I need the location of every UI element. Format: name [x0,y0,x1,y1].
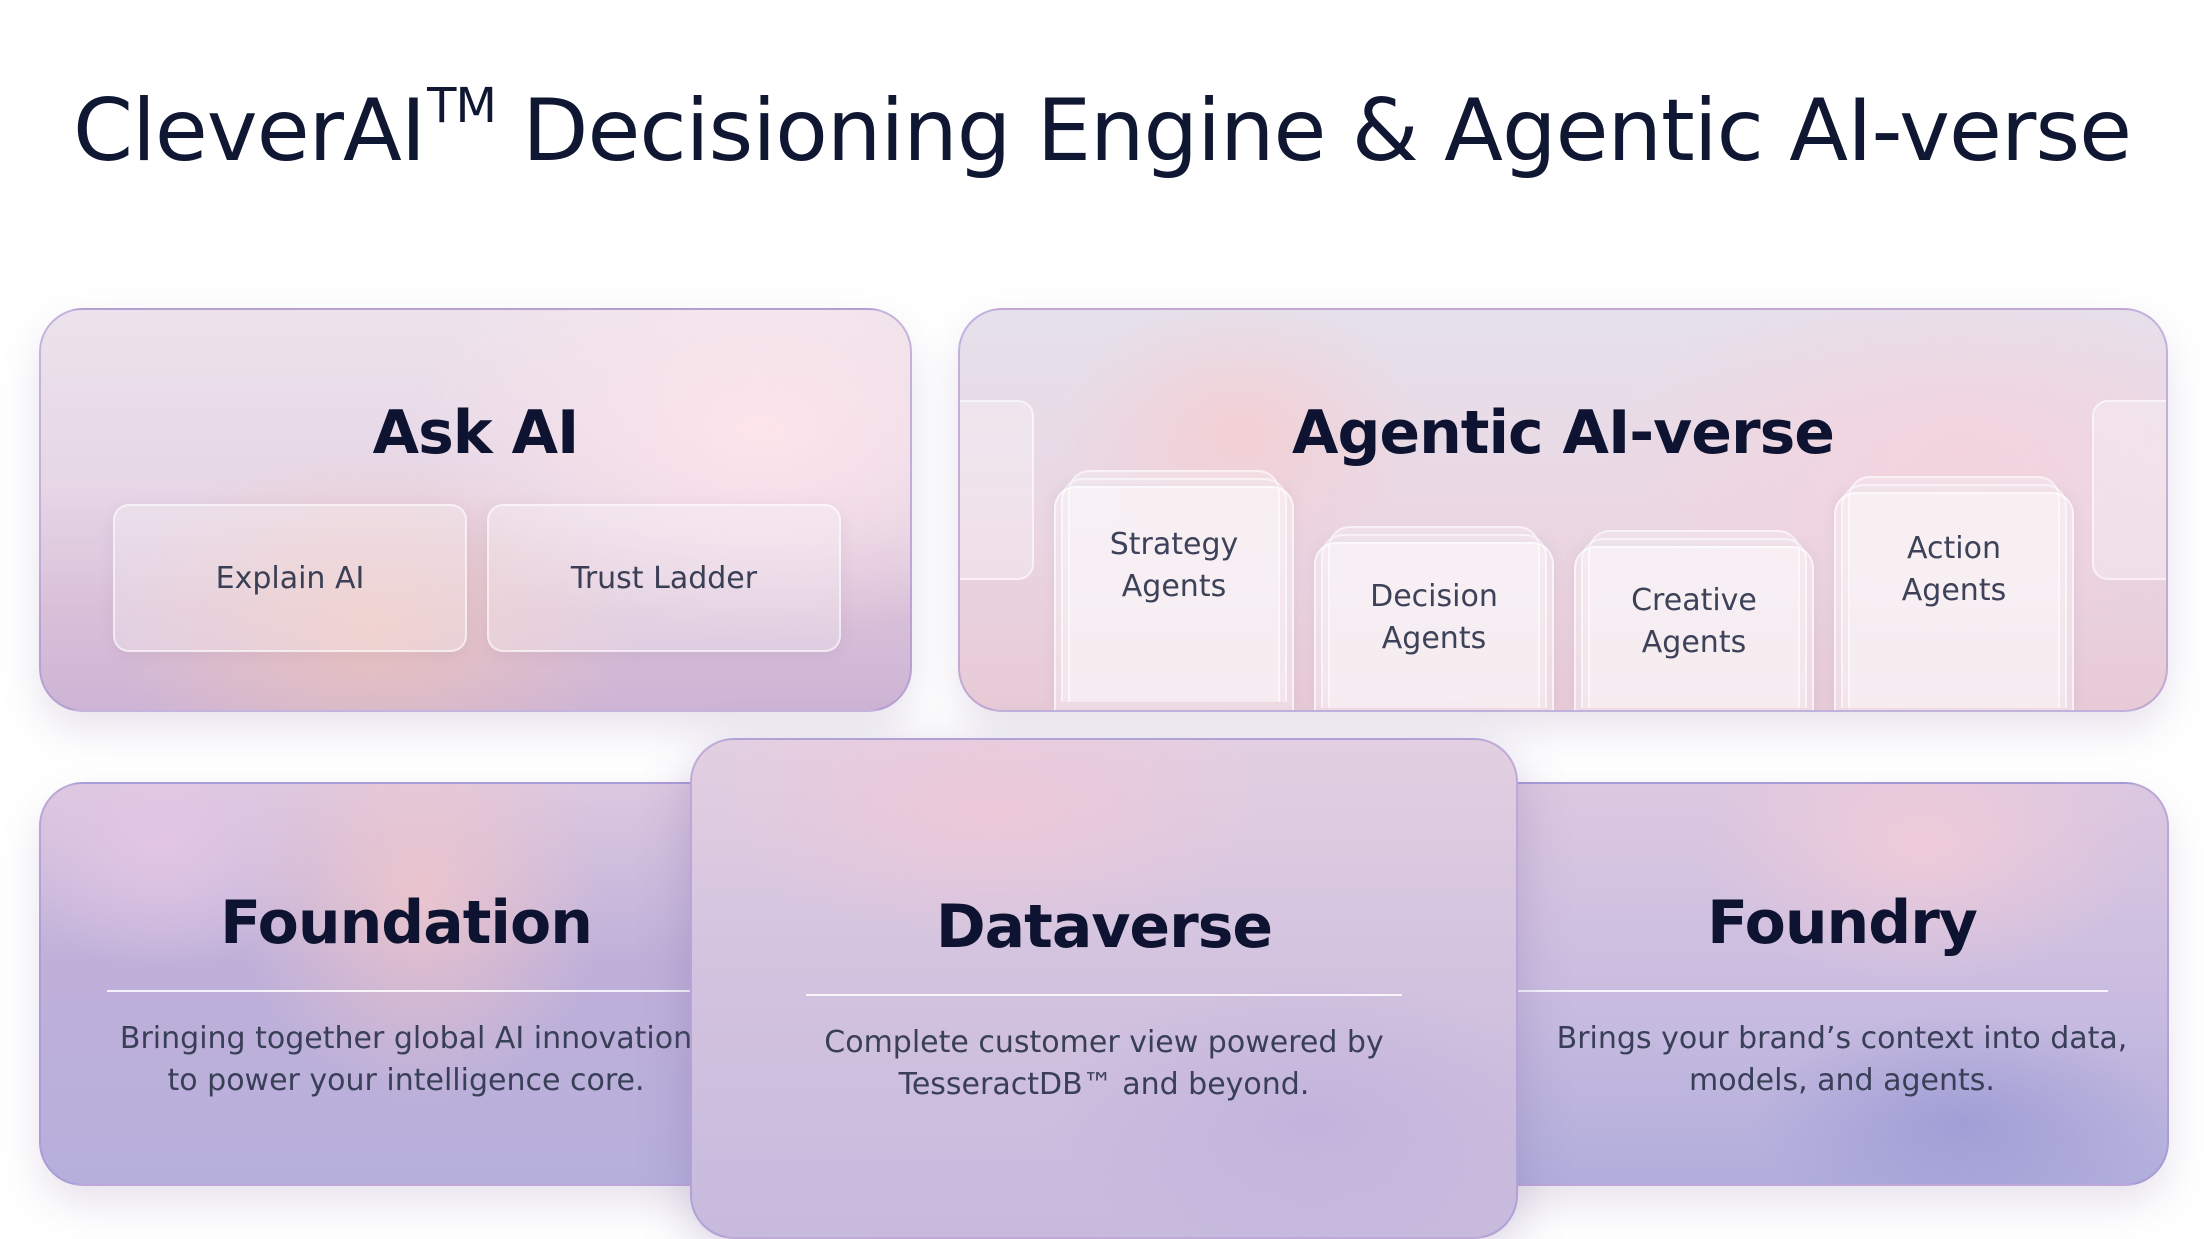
trust-ladder-tile: Trust Ladder [487,504,841,652]
foundry-title: Foundry [1707,888,1978,958]
foundation-title: Foundation [220,888,593,958]
foundry-divider [1442,990,2108,992]
left-side-tab [960,400,1034,580]
trademark-mark: TM [427,78,497,134]
foundry-card: Foundry Brings your brand’s context into… [1440,782,2169,1186]
title-rest: Decisioning Engine & Agentic AI-verse [495,81,2132,181]
foundry-description: Brings your brand’s context into data,mo… [1556,1021,2128,1098]
right-side-tab [2092,400,2166,580]
agentic-ai-verse-title: Agentic AI-verse [1292,398,1835,468]
ask-ai-card: Ask AI Explain AI Trust Ladder [39,308,912,712]
dataverse-divider [806,994,1402,996]
page-title: CleverAITM Decisioning Engine & Agentic … [0,78,2204,181]
title-brand: CleverAI [72,81,426,181]
foundation-card: Foundation Bringing together global AI i… [39,782,803,1186]
foundation-divider [107,990,801,992]
dataverse-title: Dataverse [935,892,1273,962]
explain-ai-tile: Explain AI [113,504,467,652]
ask-ai-title: Ask AI [372,398,580,468]
dataverse-card: Dataverse Complete customer view powered… [690,738,1518,1239]
